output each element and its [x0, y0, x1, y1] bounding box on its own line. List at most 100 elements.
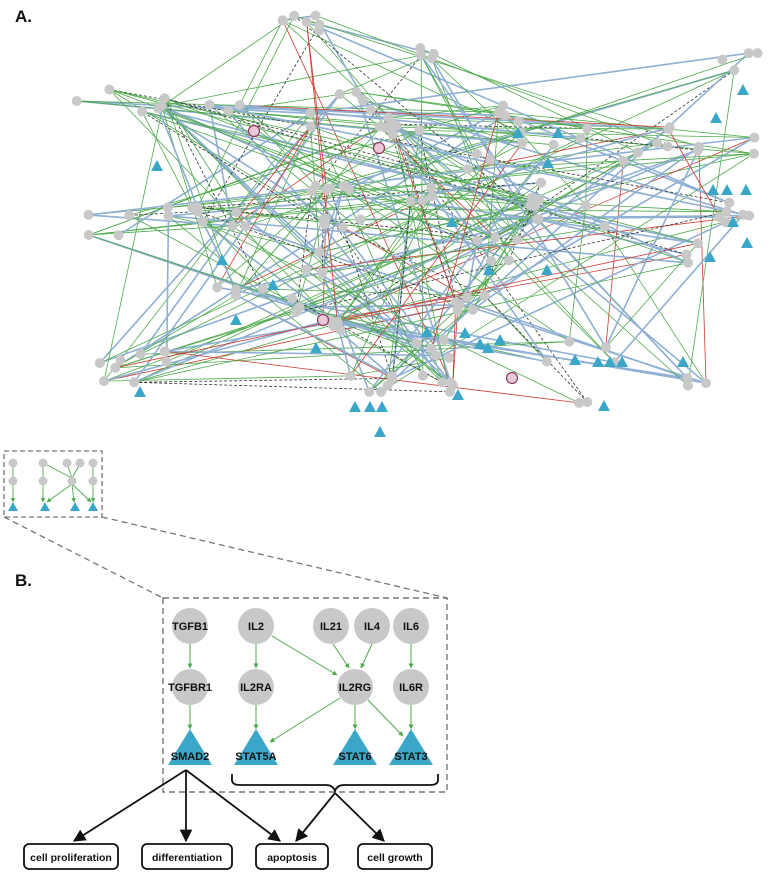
- network-node: [287, 293, 298, 304]
- svg-text:SMAD2: SMAD2: [171, 751, 210, 763]
- network-edge: [245, 52, 758, 227]
- network-edge: [393, 124, 451, 392]
- network-edge: [161, 55, 422, 107]
- network-edge: [339, 93, 518, 241]
- network-node: [426, 53, 437, 64]
- network-edge: [356, 91, 755, 154]
- network-edge: [495, 160, 624, 238]
- network-node: [467, 304, 478, 315]
- network-node: [749, 132, 760, 143]
- network-edge: [667, 145, 755, 154]
- network-edge: [472, 146, 700, 311]
- network-edge: [311, 130, 420, 192]
- network-node: [351, 87, 362, 97]
- network-edge: [392, 221, 727, 380]
- svg-text:IL6: IL6: [403, 621, 419, 633]
- network-node: [532, 214, 542, 225]
- node-il21: IL21: [313, 608, 349, 644]
- network-edge: [410, 126, 670, 202]
- network-edge: [88, 136, 755, 216]
- network-edge: [235, 294, 393, 378]
- node-stat3: STAT3: [389, 729, 433, 765]
- network-node: [743, 48, 754, 59]
- network-edge: [164, 97, 533, 198]
- network-edge: [239, 104, 317, 186]
- network-edge: [192, 207, 727, 213]
- network-node: [462, 292, 472, 303]
- network-edge: [322, 226, 605, 274]
- network-node: [517, 138, 528, 149]
- network-edge: [157, 108, 199, 208]
- network-node: [564, 336, 575, 347]
- network-edge: [197, 160, 624, 212]
- svg-text:IL6R: IL6R: [399, 682, 423, 694]
- network-edge: [604, 226, 707, 384]
- network-edge: [262, 288, 485, 297]
- network-node: [662, 141, 673, 152]
- network-node: [382, 380, 393, 391]
- network-edge: [161, 105, 418, 344]
- network-node: [416, 50, 427, 61]
- network-edge: [431, 112, 499, 349]
- network-target-node: [310, 342, 322, 353]
- subnetwork-highlight: [3, 450, 103, 518]
- network-target-node: [459, 327, 471, 338]
- network-edge: [103, 98, 165, 382]
- network-node: [744, 210, 755, 221]
- network-target-node: [483, 264, 495, 275]
- network-edge: [419, 130, 456, 303]
- network-target-node: [592, 356, 604, 367]
- outcome-cell-proliferation: cell proliferation: [23, 843, 119, 870]
- network-edge: [350, 143, 523, 377]
- network-node: [277, 15, 288, 26]
- network-node: [693, 238, 703, 249]
- network-target-node: [446, 216, 458, 227]
- network-hub-node: [247, 124, 261, 138]
- network-edge: [161, 105, 218, 288]
- network-node: [701, 378, 711, 389]
- network-edge: [197, 207, 518, 241]
- svg-text:apoptosis: apoptosis: [267, 852, 317, 864]
- network-target-node: [704, 251, 716, 262]
- outcome-differentiation: differentiation: [141, 843, 233, 870]
- network-edge: [420, 55, 518, 241]
- network-node: [314, 25, 324, 36]
- network-node: [376, 386, 386, 397]
- network-node: [405, 196, 416, 207]
- network-node: [159, 346, 170, 357]
- network-edge: [687, 70, 735, 386]
- network-node: [471, 149, 482, 159]
- node-smad2: SMAD2: [168, 729, 212, 765]
- network-node: [343, 184, 354, 195]
- network-target-node: [421, 326, 433, 337]
- network-node: [600, 342, 611, 353]
- svg-text:differentiation: differentiation: [152, 852, 222, 864]
- network-node: [633, 147, 643, 158]
- network-edge: [202, 69, 735, 223]
- network-edge: [197, 211, 297, 313]
- node-stat5a: STAT5A: [234, 729, 278, 765]
- network-edge: [410, 200, 468, 298]
- network-node: [485, 154, 496, 165]
- network-edge: [164, 351, 580, 404]
- network-target-node: [604, 356, 616, 367]
- network-node: [714, 212, 725, 222]
- network-target-node: [151, 160, 163, 171]
- node-tgfb1: TGFB1: [172, 608, 208, 644]
- network-node: [683, 380, 693, 391]
- network-node: [717, 54, 728, 65]
- network-node: [437, 377, 448, 388]
- network-target-node: [569, 354, 581, 365]
- network-edge: [329, 218, 539, 321]
- network-node: [438, 334, 449, 345]
- network-edge: [103, 112, 312, 382]
- network-node: [503, 255, 514, 266]
- panel-b-label: B.: [15, 571, 32, 590]
- network-node: [71, 96, 82, 106]
- network-node: [291, 307, 302, 317]
- panel-a-label: A.: [15, 7, 32, 26]
- network-node: [388, 119, 399, 130]
- outcome-apoptosis: apoptosis: [255, 843, 329, 870]
- network-edge: [208, 104, 234, 227]
- network-edge: [109, 89, 699, 244]
